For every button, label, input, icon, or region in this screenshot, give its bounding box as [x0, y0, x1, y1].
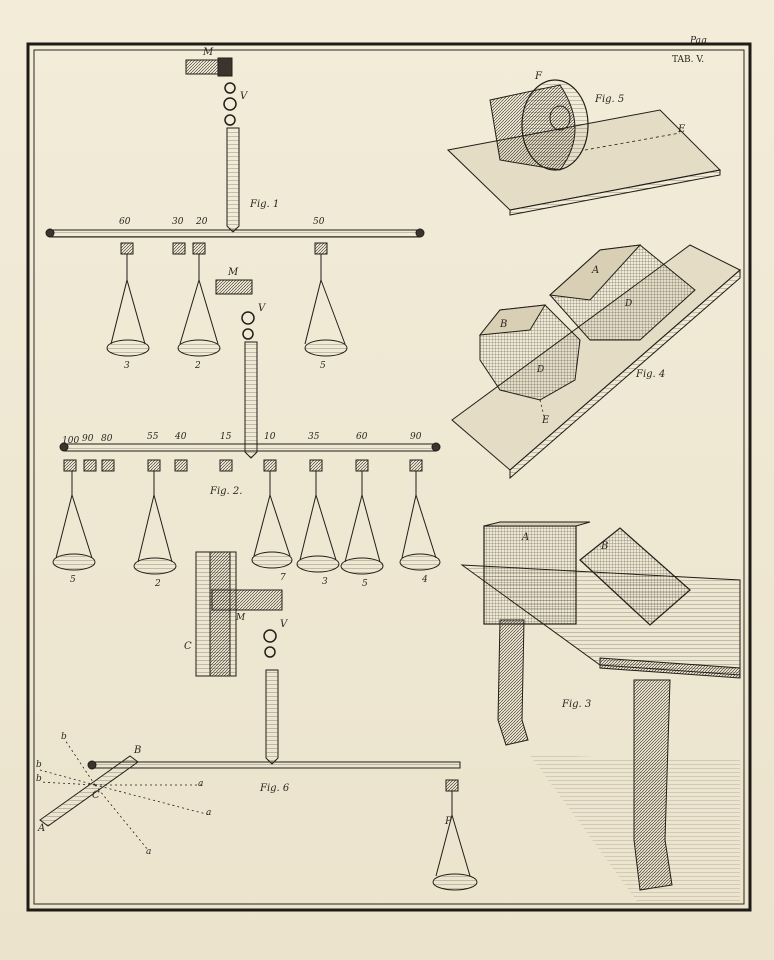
- fig1-pan-2: 5: [320, 361, 326, 371]
- fig2-pan-0: 5: [70, 575, 76, 585]
- fig2-mark-6: 10: [264, 432, 276, 442]
- fig2-mark-7: 35: [308, 432, 320, 442]
- fig1-label: Fig. 1: [250, 199, 280, 210]
- fig4-point-e: E: [542, 415, 550, 426]
- fig5-point-f: F: [535, 71, 542, 82]
- fig2-pan-4: 5: [362, 579, 368, 589]
- ruler-point-c: C: [92, 790, 100, 801]
- fig2-mark-8: 60: [356, 432, 368, 442]
- fig1-point-v: V: [240, 91, 248, 102]
- fig6-point-c-wall: C: [184, 641, 192, 652]
- fig3-block-b: B: [601, 541, 609, 552]
- fig4-point-d2: D: [537, 365, 545, 375]
- fig2-balance: [52, 279, 441, 575]
- fig4-prisms-on-plane: [451, 244, 741, 480]
- fig6-point-v: V: [280, 619, 288, 630]
- fig2-label: Fig. 2.: [210, 486, 243, 497]
- fig1-mark-3: 50: [313, 217, 325, 227]
- fig2-mark-9: 90: [410, 432, 422, 442]
- fig2-mark-4: 40: [175, 432, 187, 442]
- line-b-1: b: [61, 732, 67, 742]
- line-b-2: b: [36, 760, 42, 770]
- fig4-block-a: A: [592, 265, 600, 276]
- fig5-point-e: E: [678, 124, 686, 135]
- fig6-point-m: M: [236, 613, 246, 623]
- fig1-point-m: M: [203, 47, 214, 58]
- fig3-label: Fig. 3: [562, 699, 592, 710]
- fig1-mark-2: 20: [196, 217, 208, 227]
- fig6-balance: [39, 551, 478, 891]
- fig1-balance: [45, 57, 425, 357]
- fig6-point-p: P: [445, 816, 452, 827]
- plate-frame: [26, 42, 752, 912]
- fig2-mark-1: 90: [82, 434, 94, 444]
- fig2-mark-2: 80: [101, 434, 113, 444]
- fig1-mark-0: 60: [119, 217, 131, 227]
- fig1-pan-1: 2: [195, 361, 201, 371]
- fig3-block-a: A: [522, 532, 530, 543]
- plate-number: TAB. V.: [672, 55, 705, 65]
- fig2-mark-5: 15: [220, 432, 232, 442]
- fig4-label: Fig. 4: [636, 369, 666, 380]
- fig2-point-m: M: [228, 267, 239, 278]
- line-b-3: b: [36, 774, 42, 784]
- fig2-pan-5: 4: [422, 575, 428, 585]
- fig2-point-v: V: [258, 303, 266, 314]
- line-a-3: a: [146, 847, 152, 857]
- fig4-block-b: B: [500, 319, 508, 330]
- fig5-label: Fig. 5: [595, 94, 625, 105]
- fig3-table-with-blocks: [460, 521, 741, 905]
- fig2-pan-1: 2: [155, 579, 161, 589]
- fig2-mark-0: 100: [62, 436, 80, 446]
- fig5-cylinder-on-plane: [446, 79, 722, 216]
- ruler-point-a: A: [38, 823, 46, 834]
- fig2-pan-3: 3: [322, 577, 328, 587]
- fig2-pan-2: 7: [280, 573, 286, 583]
- ruler-point-b: B: [134, 745, 142, 756]
- fig4-point-d1: D: [625, 299, 633, 309]
- line-a-1: a: [198, 779, 204, 789]
- page-label: Pag: [690, 36, 707, 46]
- fig2-mark-3: 55: [147, 432, 159, 442]
- fig1-pan-0: 3: [124, 361, 130, 371]
- fig6-label: Fig. 6: [260, 783, 290, 794]
- line-a-2: a: [206, 808, 212, 818]
- fig1-mark-1: 30: [172, 217, 184, 227]
